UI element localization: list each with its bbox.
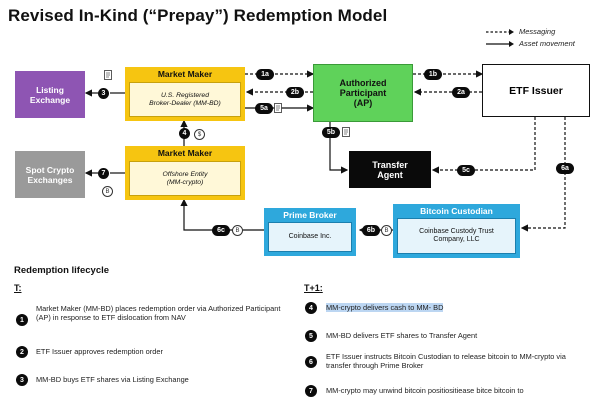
listing-exchange-node: Listing Exchange xyxy=(15,71,85,118)
etf-issuer-node: ETF Issuer xyxy=(482,64,590,117)
legend: Messaging Asset movement xyxy=(485,26,597,52)
ap-line3: (AP) xyxy=(353,98,373,108)
transfer-agent-line2: Agent xyxy=(377,169,403,180)
step-text: ETF Issuer approves redemption order xyxy=(36,347,163,356)
spot-crypto-line2: Exchanges xyxy=(27,174,73,185)
market-maker-bd-header: Market Maker xyxy=(157,69,213,79)
transfer-agent-line1: Transfer xyxy=(372,159,408,170)
ap-line2: Participant xyxy=(339,88,387,98)
share-document-icon xyxy=(274,103,282,113)
step-text: MM-BD buys ETF shares via Listing Exchan… xyxy=(36,375,189,384)
legend-asset-label: Asset movement xyxy=(519,39,575,48)
authorized-participant-node: Authorized Participant (AP) xyxy=(313,64,413,122)
badge-6b: 6b xyxy=(362,225,380,236)
transfer-agent-node: Transfer Agent xyxy=(349,151,431,188)
custodian-line1: Coinbase Custody Trust xyxy=(419,228,494,235)
badge-5b: 5b xyxy=(322,127,340,138)
market-maker-crypto-header: Market Maker xyxy=(157,148,213,158)
bitcoin-icon: B xyxy=(232,225,243,236)
prime-broker-header: Prime Broker xyxy=(283,210,337,220)
badge-1a: 1a xyxy=(256,69,274,80)
prime-broker-line1: Coinbase Inc. xyxy=(288,233,332,240)
badge-2b: 2b xyxy=(286,87,304,98)
step-number: 5 xyxy=(305,330,317,342)
badge-7: 7 xyxy=(98,168,109,179)
share-document-icon xyxy=(342,127,350,137)
prime-broker-detail: Coinbase Inc. xyxy=(268,222,352,252)
step-number: 2 xyxy=(16,346,28,358)
market-maker-crypto-detail: Offshore Entity (MM-crypto) xyxy=(129,161,241,196)
mm-bd-line1: U.S. Registered xyxy=(161,91,209,99)
lifecycle-t1-label: T+1: xyxy=(304,283,323,293)
mm-bd-line2: Broker-Dealer (MM-BD) xyxy=(149,99,221,107)
step-text: Market Maker (MM-BD) places redemption o… xyxy=(36,304,281,322)
step-text: MM-crypto may unwind bitcoin positiositi… xyxy=(326,386,524,395)
listing-exchange-line2: Exchange xyxy=(29,94,71,105)
badge-2a: 2a xyxy=(452,87,470,98)
lifecycle-t-label: T: xyxy=(14,283,22,293)
market-maker-crypto-node: Market Maker Offshore Entity (MM-crypto) xyxy=(125,146,245,200)
bitcoin-icon: B xyxy=(381,225,392,236)
mm-crypto-line1: Offshore Entity xyxy=(162,170,208,178)
legend-asset-line xyxy=(486,41,514,47)
bitcoin-custodian-header: Bitcoin Custodian xyxy=(420,206,493,216)
dollar-icon: $ xyxy=(194,129,205,140)
mm-crypto-line2: (MM-crypto) xyxy=(166,178,204,186)
listing-exchange-line1: Listing xyxy=(36,84,64,95)
custodian-line2: Company, LLC xyxy=(433,236,480,243)
legend-messaging-line xyxy=(486,29,514,35)
share-document-icon xyxy=(104,70,112,80)
step-text: MM-crypto delivers cash to MM- BD xyxy=(326,303,586,312)
etf-issuer-label: ETF Issuer xyxy=(509,84,563,97)
badge-5c: 5c xyxy=(457,165,475,176)
badge-5a: 5a xyxy=(255,103,273,114)
highlighted-step-text: MM-crypto delivers cash to MM- BD xyxy=(326,303,444,312)
step-number: 3 xyxy=(16,374,28,386)
badge-1b: 1b xyxy=(424,69,442,80)
step-text: ETF Issuer instructs Bitcoin Custodian t… xyxy=(326,352,566,370)
badge-4: 4 xyxy=(179,128,190,139)
spot-crypto-node: Spot Crypto Exchanges xyxy=(15,151,85,198)
step-number: 6 xyxy=(305,356,317,368)
bitcoin-icon: B xyxy=(102,186,113,197)
legend-messaging-label: Messaging xyxy=(519,27,556,36)
lifecycle-heading: Redemption lifecycle xyxy=(14,265,110,276)
spot-crypto-line1: Spot Crypto xyxy=(25,164,75,175)
badge-6a: 6a xyxy=(556,163,574,174)
market-maker-bd-node: Market Maker U.S. Registered Broker-Deal… xyxy=(125,67,245,121)
market-maker-bd-detail: U.S. Registered Broker-Dealer (MM-BD) xyxy=(129,82,241,117)
prime-broker-node: Prime Broker Coinbase Inc. xyxy=(264,208,356,256)
step-number: 4 xyxy=(305,302,317,314)
badge-6c: 6c xyxy=(212,225,230,236)
ap-line1: Authorized xyxy=(339,78,387,88)
step-text: MM-BD delivers ETF shares to Transfer Ag… xyxy=(326,331,478,340)
step-number: 7 xyxy=(305,385,317,397)
badge-3: 3 xyxy=(98,88,109,99)
step-number: 1 xyxy=(16,314,28,326)
bitcoin-custodian-detail: Coinbase Custody Trust Company, LLC xyxy=(397,218,516,254)
page-title: Revised In-Kind (“Prepay”) Redemption Mo… xyxy=(8,6,388,25)
bitcoin-custodian-node: Bitcoin Custodian Coinbase Custody Trust… xyxy=(393,204,520,258)
